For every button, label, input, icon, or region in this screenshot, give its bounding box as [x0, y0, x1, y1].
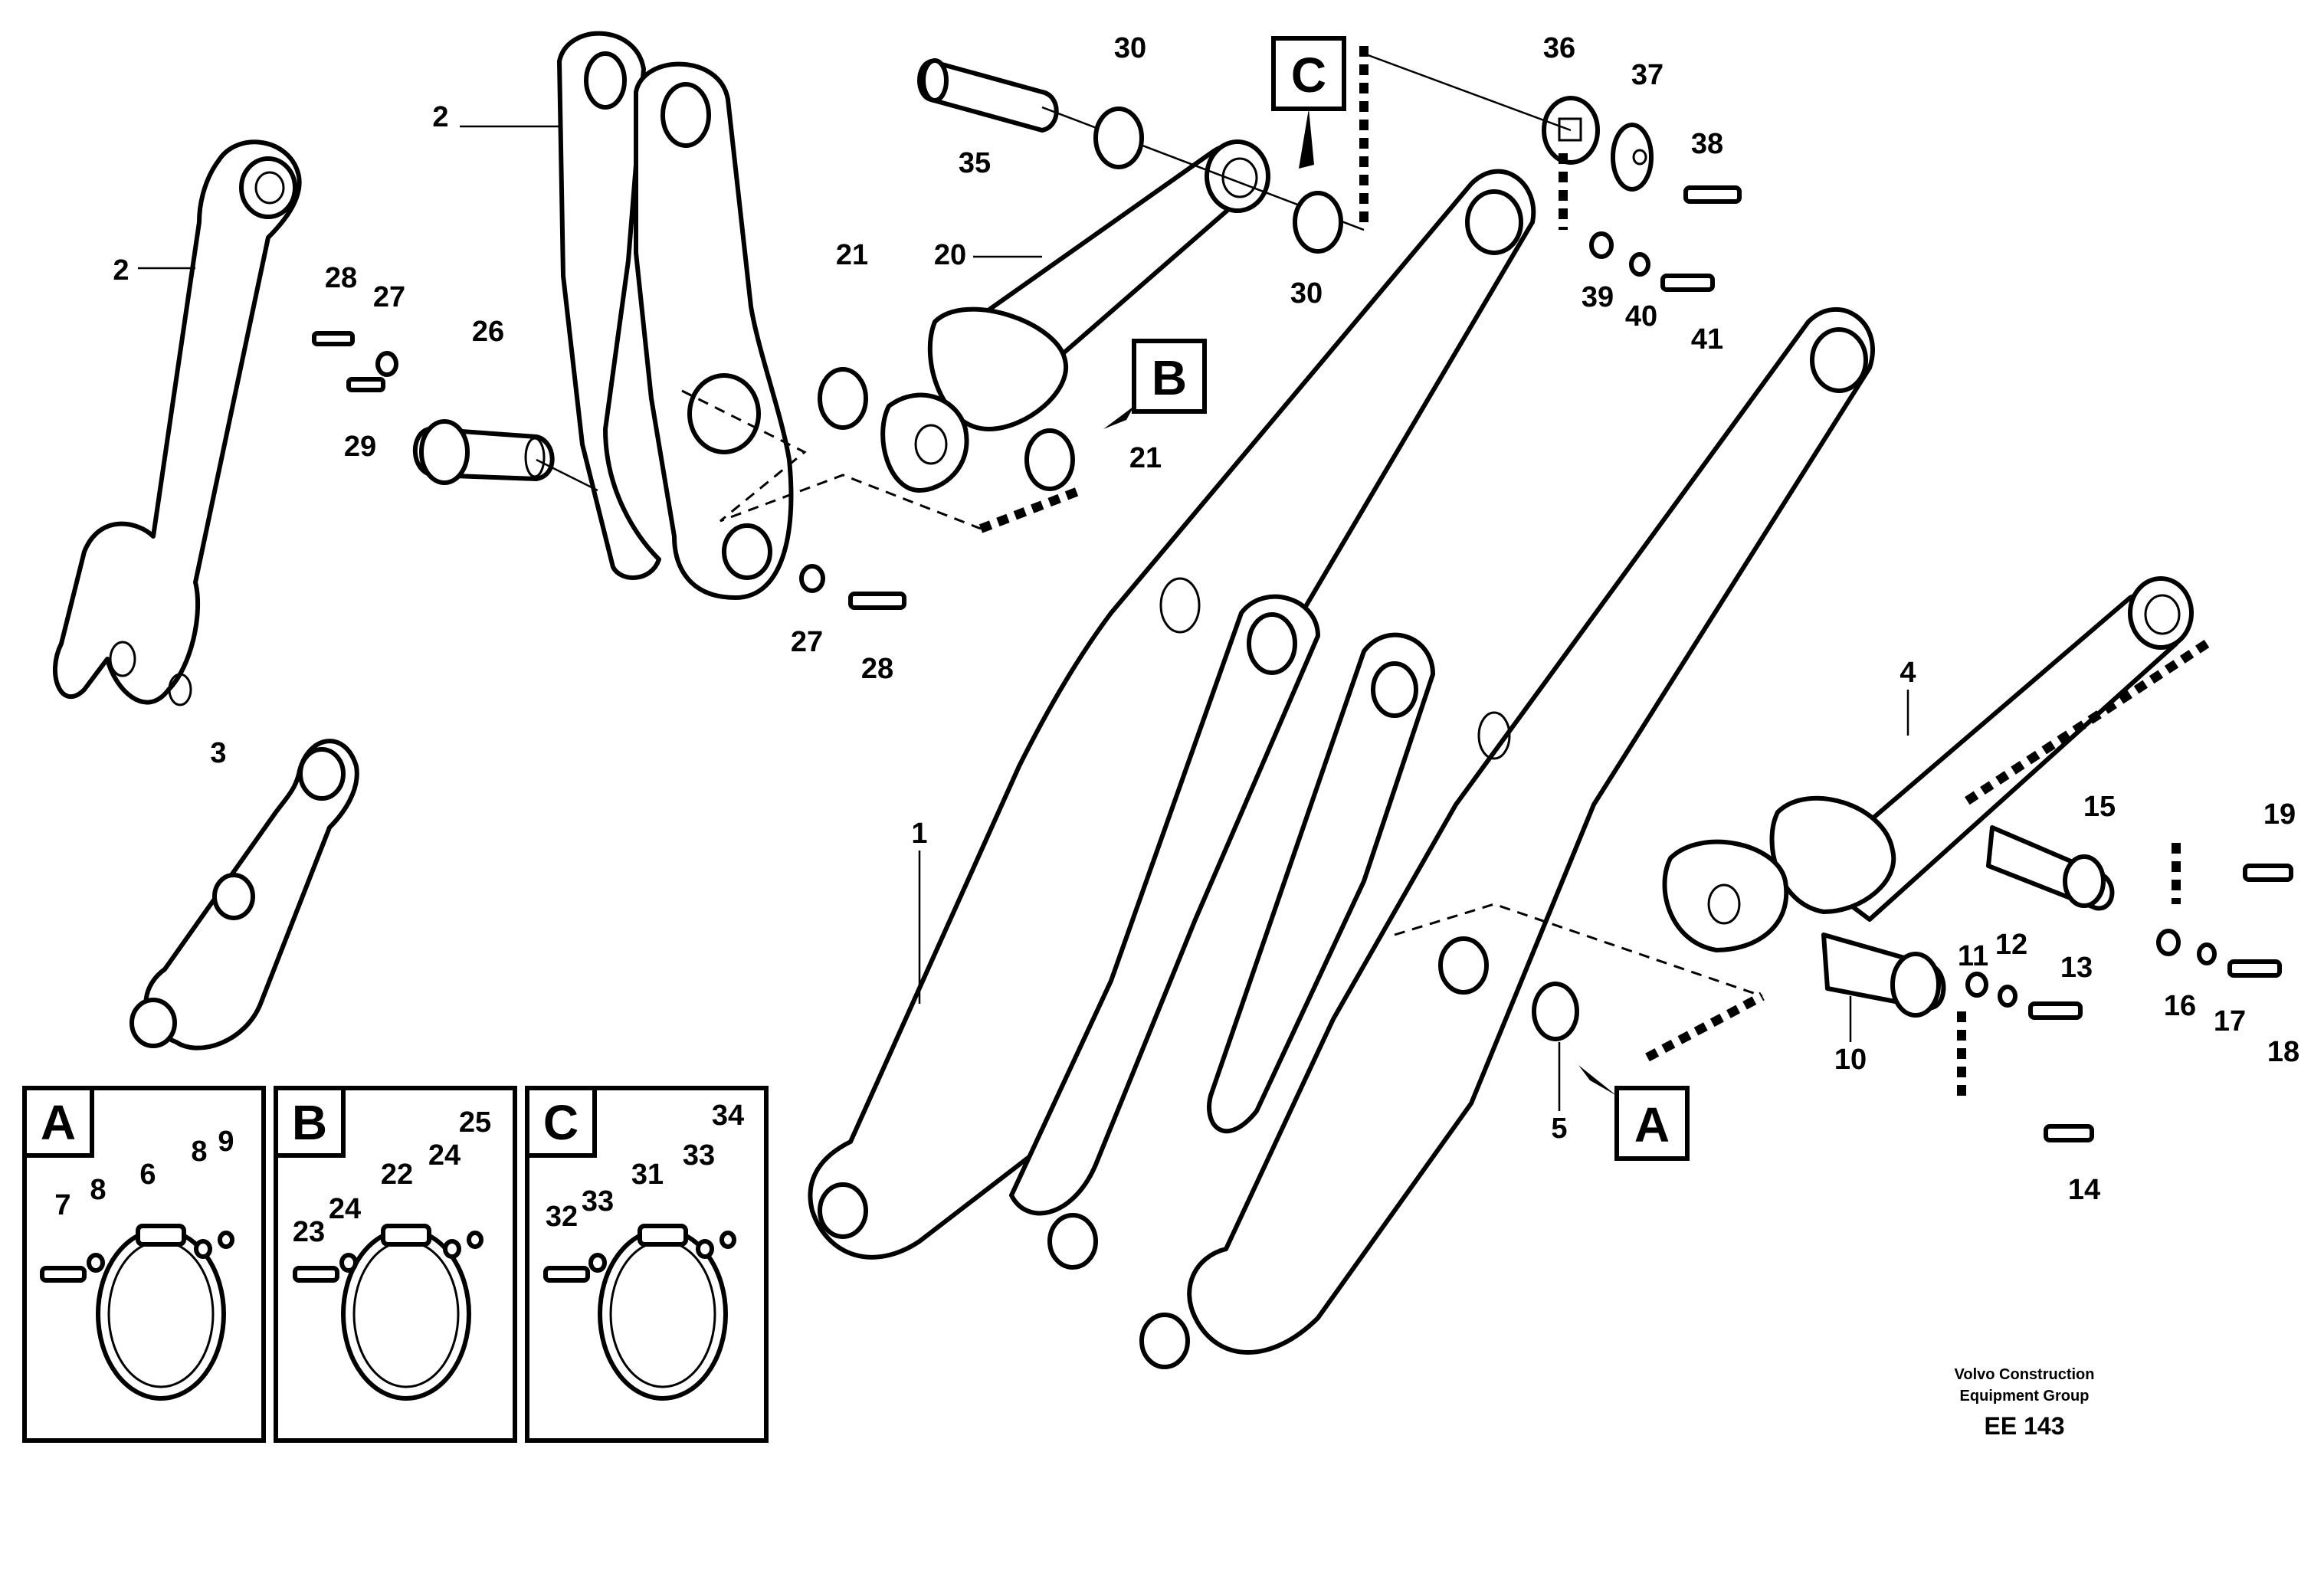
- part-2-link-arm: [53, 139, 302, 706]
- label-17: 17: [2214, 1005, 2246, 1037]
- svg-text:C: C: [1291, 48, 1326, 103]
- label-27-top: 27: [373, 281, 405, 313]
- credit-line-2: Equipment Group: [1960, 1388, 2090, 1405]
- label-16: 16: [2164, 990, 2196, 1022]
- svg-text:32: 32: [546, 1201, 578, 1233]
- svg-text:8: 8: [191, 1136, 207, 1168]
- svg-text:A: A: [1634, 1097, 1670, 1152]
- svg-text:34: 34: [712, 1100, 744, 1132]
- svg-text:22: 22: [381, 1159, 413, 1191]
- callout-b: B: [1103, 339, 1207, 429]
- label-40: 40: [1625, 300, 1657, 333]
- label-19: 19: [2263, 798, 2296, 831]
- label-37: 37: [1631, 59, 1664, 91]
- label-10: 10: [1834, 1044, 1867, 1076]
- part-labels: 2 2 3 1 4 5 10 11 12 13 14 15 16 17 18 1…: [113, 32, 2299, 1206]
- label-30-bottom: 30: [1290, 277, 1323, 310]
- label-13: 13: [2060, 952, 2093, 984]
- o-rings: [818, 107, 1343, 491]
- part-1-boom: [808, 169, 1875, 1369]
- label-15: 15: [2083, 791, 2116, 823]
- svg-text:B: B: [292, 1095, 327, 1150]
- label-28-top: 28: [325, 262, 357, 294]
- svg-text:8: 8: [90, 1174, 106, 1206]
- label-18: 18: [2267, 1036, 2299, 1068]
- svg-text:33: 33: [683, 1139, 715, 1172]
- svg-text:A: A: [41, 1095, 76, 1150]
- label-30-top: 30: [1114, 32, 1146, 64]
- credit-line-1: Volvo Construction: [1955, 1366, 2095, 1383]
- part-3-lower-link: [129, 739, 359, 1051]
- callout-c: C: [1271, 36, 1346, 169]
- diagram-code: EE 143: [1985, 1412, 2065, 1440]
- label-14: 14: [2068, 1174, 2100, 1206]
- svg-text:7: 7: [54, 1189, 70, 1221]
- label-36: 36: [1543, 32, 1575, 64]
- label-39: 39: [1582, 281, 1614, 313]
- label-2-top: 2: [432, 101, 448, 133]
- label-26: 26: [472, 316, 504, 348]
- part-20-cylinder: [880, 58, 1365, 493]
- label-35: 35: [959, 147, 991, 179]
- part-36-41-hardware: [1363, 52, 1742, 292]
- svg-text:24: 24: [329, 1193, 361, 1225]
- label-41: 41: [1691, 323, 1723, 356]
- svg-text:33: 33: [582, 1185, 614, 1218]
- label-4: 4: [1900, 657, 1916, 689]
- part-4-cylinder: [1532, 576, 2293, 1142]
- label-38: 38: [1691, 128, 1723, 160]
- detail-panel-b: B 23 24 22 24 25: [274, 1086, 517, 1443]
- svg-text:B: B: [1152, 350, 1187, 405]
- label-27-bottom: 27: [791, 626, 823, 658]
- svg-text:9: 9: [218, 1126, 234, 1158]
- hatched-leaders: [681, 46, 2210, 1096]
- label-2-left: 2: [113, 254, 129, 287]
- part-26-pin: [312, 331, 906, 610]
- part-2-bellcrank: [557, 31, 794, 600]
- label-20: 20: [934, 239, 966, 271]
- svg-text:6: 6: [139, 1159, 156, 1191]
- svg-text:24: 24: [428, 1139, 461, 1172]
- label-3: 3: [210, 737, 226, 769]
- label-29: 29: [344, 431, 376, 463]
- detail-panel-c: C 32 33 31 33 34: [525, 1086, 769, 1443]
- label-5: 5: [1551, 1113, 1567, 1145]
- svg-text:31: 31: [631, 1159, 664, 1191]
- detail-panel-a: A 7 8 6 8 9: [22, 1086, 266, 1443]
- svg-text:C: C: [543, 1095, 579, 1150]
- credit-block: Volvo Construction Equipment Group EE 14…: [1955, 1366, 2095, 1440]
- callout-a: A: [1578, 1065, 1690, 1161]
- svg-text:23: 23: [293, 1216, 325, 1248]
- label-12: 12: [1995, 929, 2027, 961]
- label-1: 1: [911, 818, 927, 850]
- label-21-top: 21: [836, 239, 868, 271]
- svg-text:25: 25: [459, 1106, 491, 1139]
- label-28-bottom: 28: [861, 653, 893, 685]
- label-11: 11: [1958, 940, 1988, 972]
- label-21-right: 21: [1129, 442, 1162, 474]
